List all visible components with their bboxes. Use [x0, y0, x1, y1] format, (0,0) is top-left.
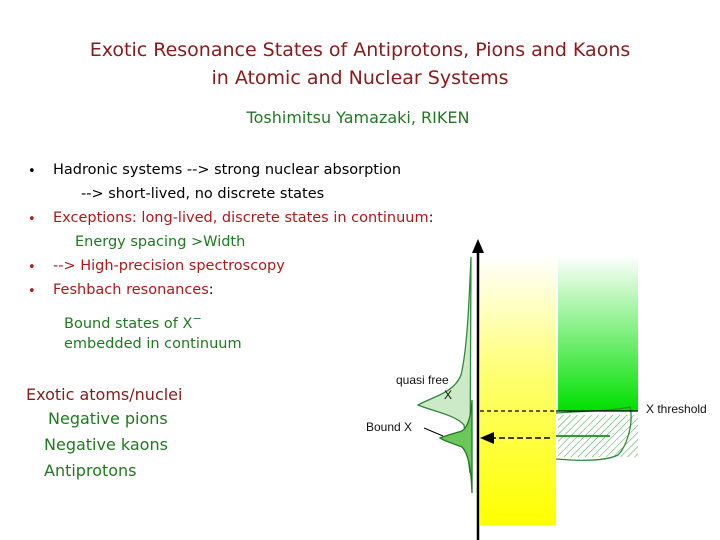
quasi-free-label: quasi free [396, 373, 449, 387]
bullet-hadronic: Hadronic systems --> strong nuclear abso… [53, 162, 402, 178]
exotic-item-pions: Negative pions [48, 409, 168, 428]
bullet-energy-spacing: Energy spacing >Width [75, 234, 246, 250]
slide-title: Exotic Resonance States of Antiprotons, … [0, 36, 720, 92]
bound-x-label: Bound X [366, 420, 412, 434]
potential-diagram: quasi free X Bound X X threshold [366, 239, 707, 540]
feshbach-text: Feshbach resonances [53, 282, 209, 298]
bullet-short-lived: --> short-lived, no discrete states [81, 186, 325, 202]
bullet-marker: • [28, 212, 36, 227]
title-line-1: Exotic Resonance States of Antiprotons, … [89, 39, 631, 61]
quasi-free-x-label: X [444, 388, 452, 402]
author-line: Toshimitsu Yamazaki, RIKEN [246, 108, 470, 127]
bound-states-sup: − [192, 312, 202, 325]
bullet-marker: • [28, 284, 36, 299]
exceptions-colon: : [428, 210, 434, 226]
bullet-marker: • [28, 260, 36, 275]
axis-arrowhead [472, 239, 484, 253]
bound-arrowhead [480, 432, 494, 444]
yellow-well [480, 255, 556, 525]
bullet-spectroscopy: --> High-precision spectroscopy [53, 258, 285, 274]
x-threshold-label: X threshold [646, 402, 707, 416]
feshbach-colon: : [208, 282, 214, 298]
exotic-item-antiprotons: Antiprotons [44, 461, 137, 480]
exotic-heading: Exotic atoms/nuclei [26, 385, 183, 404]
bound-states-text: Bound states of X [64, 315, 193, 332]
bound-label-pointer [423, 427, 444, 437]
exotic-item-kaons: Negative kaons [44, 435, 168, 454]
exceptions-text: Exceptions: long-lived, discrete states … [53, 210, 429, 226]
bound-states-line: Bound states of X− [64, 312, 202, 332]
embedded-line: embedded in continuum [64, 336, 242, 352]
title-line-2: in Atomic and Nuclear Systems [211, 67, 509, 89]
bullet-marker: • [28, 164, 36, 179]
bullet-feshbach: Feshbach resonances: [53, 282, 214, 298]
bound-x-peak [438, 399, 473, 494]
green-continuum [558, 255, 638, 411]
bullet-exceptions: Exceptions: long-lived, discrete states … [53, 210, 434, 226]
